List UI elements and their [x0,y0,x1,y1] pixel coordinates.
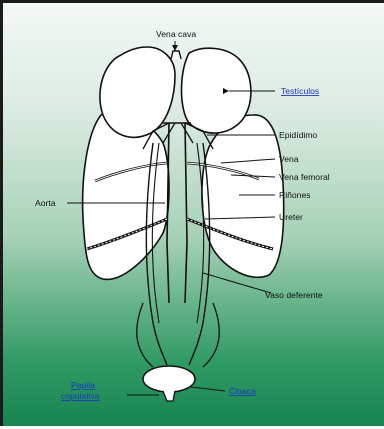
label-testiculos[interactable]: Testículos [281,86,319,96]
label-rinones: Riñones [279,190,311,200]
central-vessel [167,123,187,303]
copulatory-papilla [163,391,175,401]
label-papila-line2[interactable]: copulativa [61,391,100,401]
label-ureter: Ureter [279,212,303,222]
lower-loops [137,303,220,367]
label-vena: Vena [279,154,299,164]
label-aorta: Aorta [35,198,56,208]
leader-cloaca [191,387,225,391]
label-vena-femoral: Vena femoral [279,172,330,182]
frog-urogenital-diagram: Vena cava Testículos Epidídimo Vena Vena… [3,3,384,429]
label-epididimo: Epidídimo [279,130,317,140]
label-papila-line1[interactable]: Papila [71,380,95,390]
label-vena-cava: Vena cava [156,29,196,39]
vena-cava-vessel [171,51,181,59]
cloaca [143,366,195,392]
label-cloaca[interactable]: Cloaca [229,386,256,396]
label-vaso-deferente: Vaso deferente [265,290,323,300]
right-vas-deferens [189,143,210,365]
left-kidney [83,113,169,280]
right-kidney [202,115,284,277]
